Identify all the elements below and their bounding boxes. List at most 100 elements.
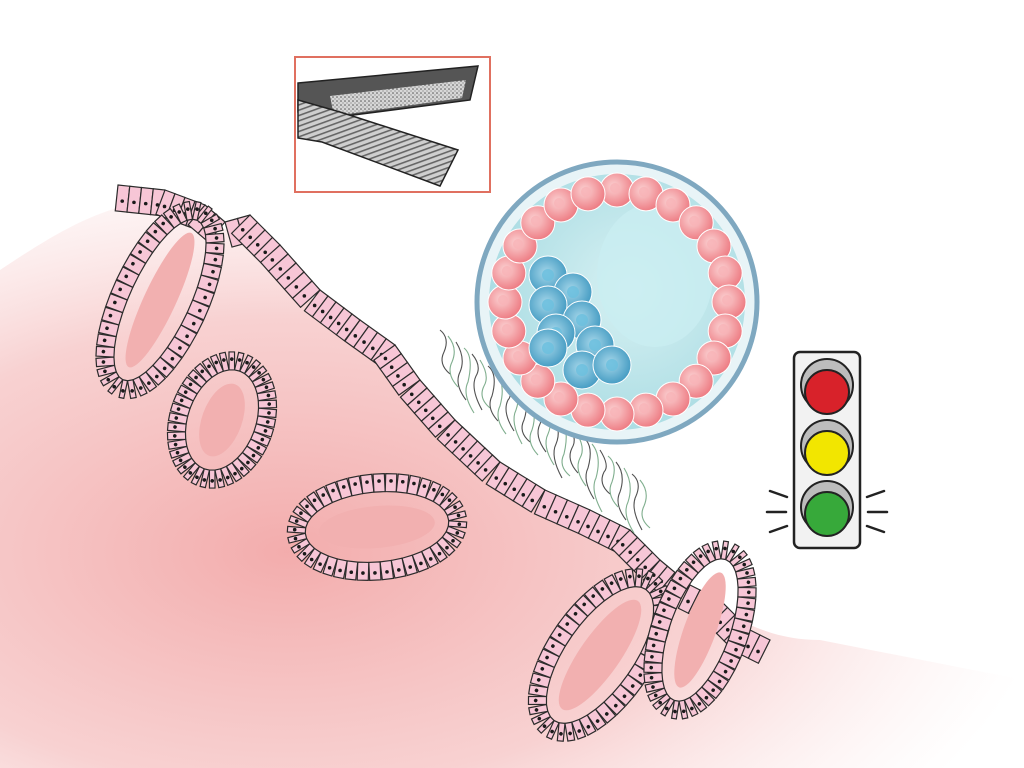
epithelial-cell <box>200 262 223 280</box>
cell-nucleus <box>637 574 641 578</box>
cell-nucleus <box>145 239 150 244</box>
epithelial-cell <box>640 570 655 591</box>
epithelial-cell <box>473 454 501 482</box>
cell-nucleus <box>397 568 401 572</box>
cell-nucleus <box>278 267 283 271</box>
cell-nucleus <box>534 688 539 693</box>
epithelial-cell <box>619 673 644 697</box>
traffic-light-icon <box>765 350 889 550</box>
cell-nucleus <box>582 602 587 607</box>
epithelial-cell <box>138 371 158 393</box>
epithelial-cell <box>167 411 189 425</box>
cell-nucleus <box>297 545 301 549</box>
cell-nucleus <box>483 468 488 472</box>
filament <box>471 353 483 411</box>
cell-nucleus <box>251 453 256 458</box>
cell-nucleus <box>746 601 750 605</box>
cell-nucleus <box>704 695 709 700</box>
cell-nucleus <box>138 386 143 390</box>
cell-nucleus <box>213 226 217 231</box>
cell-nucleus <box>591 594 596 598</box>
cell-nucleus <box>673 709 677 714</box>
epithelial-cell <box>196 274 220 294</box>
cell-nucleus <box>302 294 307 298</box>
cell-nucleus <box>455 531 460 535</box>
lamp-red <box>800 358 854 415</box>
cell-nucleus <box>344 327 349 332</box>
cell-nucleus <box>536 678 541 682</box>
cell-nucleus <box>270 258 275 262</box>
epithelial-cell <box>172 393 195 410</box>
cell-nucleus <box>437 424 442 429</box>
cell-nucleus <box>685 568 689 572</box>
inner-cell-mass <box>528 255 632 390</box>
cell-nucleus <box>198 308 202 313</box>
cell-nucleus <box>690 706 694 711</box>
epithelial-cell <box>678 699 689 720</box>
cell-nucleus <box>353 482 357 486</box>
cell-nucleus <box>257 371 261 375</box>
cell-nucleus <box>530 374 541 385</box>
epithelial-cell <box>335 313 361 342</box>
cell-nucleus <box>706 239 717 249</box>
cell-nucleus <box>162 204 167 209</box>
cell-nucleus <box>396 374 400 378</box>
cell-nucleus <box>521 493 526 497</box>
cell-nucleus <box>207 282 212 287</box>
cell-nucleus <box>130 389 134 393</box>
cell-nucleus <box>103 369 107 374</box>
cell-nucleus <box>108 313 113 318</box>
cell-nucleus <box>321 493 326 497</box>
cell-nucleus <box>246 460 250 465</box>
cell-nucleus <box>476 461 480 465</box>
epithelial-cell <box>191 200 202 221</box>
cell-nucleus <box>551 644 555 648</box>
epithelial-cell <box>427 411 456 438</box>
cell-nucleus <box>573 611 578 616</box>
lamp-green <box>800 480 854 537</box>
epithelial-cell <box>549 624 573 647</box>
epithelial-cell <box>435 536 456 557</box>
epithelial-cell <box>401 554 419 577</box>
epithelial-cell <box>183 200 194 221</box>
filament <box>479 359 491 409</box>
cell-nucleus <box>203 295 207 300</box>
cell-nucleus <box>638 403 649 414</box>
cell-nucleus <box>725 627 730 632</box>
cell-nucleus <box>586 524 590 529</box>
cell-nucleus <box>662 608 666 613</box>
cell-nucleus <box>202 478 207 482</box>
cell-nucleus <box>267 402 272 406</box>
cell-nucleus <box>717 679 722 684</box>
cell-nucleus <box>299 511 303 516</box>
epithelial-cell <box>747 634 771 665</box>
epithelial-cell <box>129 241 154 265</box>
filament <box>575 431 587 487</box>
velcro-hook-surface <box>330 80 466 116</box>
cell-nucleus <box>430 416 435 421</box>
cell-nucleus <box>638 673 643 677</box>
cell-nucleus <box>349 570 354 575</box>
cell-nucleus <box>336 321 341 326</box>
cell-nucleus <box>214 236 219 240</box>
cell-nucleus <box>554 391 564 402</box>
epithelial-cell <box>645 576 664 595</box>
cell-nucleus <box>513 351 524 361</box>
cell-nucleus <box>731 549 736 554</box>
epithelial-cell <box>542 636 567 658</box>
cell-nucleus <box>261 377 266 382</box>
cell-nucleus <box>210 479 215 483</box>
cell-nucleus <box>400 479 405 484</box>
cell-nucleus <box>408 565 413 569</box>
cell-nucleus <box>672 586 677 591</box>
cell-nucleus <box>338 568 342 573</box>
cell-nucleus <box>422 484 427 489</box>
blastocyst <box>474 159 760 445</box>
cell-nucleus <box>389 365 394 369</box>
epithelial-cell <box>611 683 635 707</box>
cell-nucleus <box>457 522 462 527</box>
cell-nucleus <box>691 560 696 565</box>
cell-nucleus <box>120 199 125 203</box>
cell-nucleus <box>649 675 654 680</box>
epithelial-cell <box>298 497 319 518</box>
